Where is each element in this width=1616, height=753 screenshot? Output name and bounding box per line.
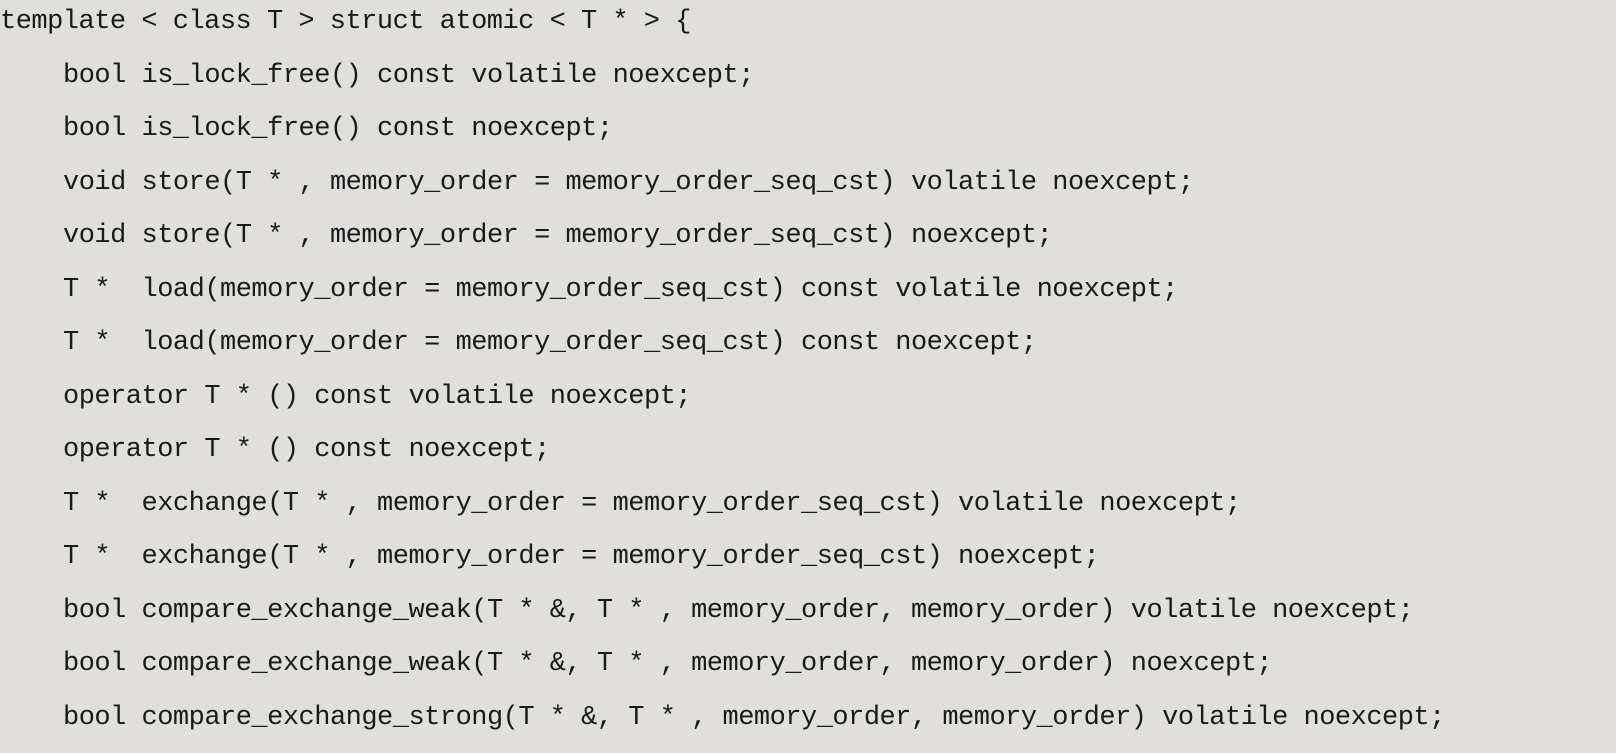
- code-line: bool compare_exchange_weak(T * &, T * , …: [0, 646, 1616, 700]
- code-line: bool is_lock_free() const noexcept;: [0, 111, 1616, 165]
- code-line: void store(T * , memory_order = memory_o…: [0, 165, 1616, 219]
- code-line: bool compare_exchange_strong(T * &, T * …: [0, 700, 1616, 753]
- code-line: void store(T * , memory_order = memory_o…: [0, 218, 1616, 272]
- code-line: bool is_lock_free() const volatile noexc…: [0, 58, 1616, 112]
- code-line: T * exchange(T * , memory_order = memory…: [0, 486, 1616, 540]
- code-line: operator T * () const volatile noexcept;: [0, 379, 1616, 433]
- code-line: bool compare_exchange_weak(T * &, T * , …: [0, 593, 1616, 647]
- code-line-header: template < class T > struct atomic < T *…: [0, 4, 1616, 58]
- code-line: T * load(memory_order = memory_order_seq…: [0, 325, 1616, 379]
- code-line: T * exchange(T * , memory_order = memory…: [0, 539, 1616, 593]
- code-line: T * load(memory_order = memory_order_seq…: [0, 272, 1616, 326]
- code-line: operator T * () const noexcept;: [0, 432, 1616, 486]
